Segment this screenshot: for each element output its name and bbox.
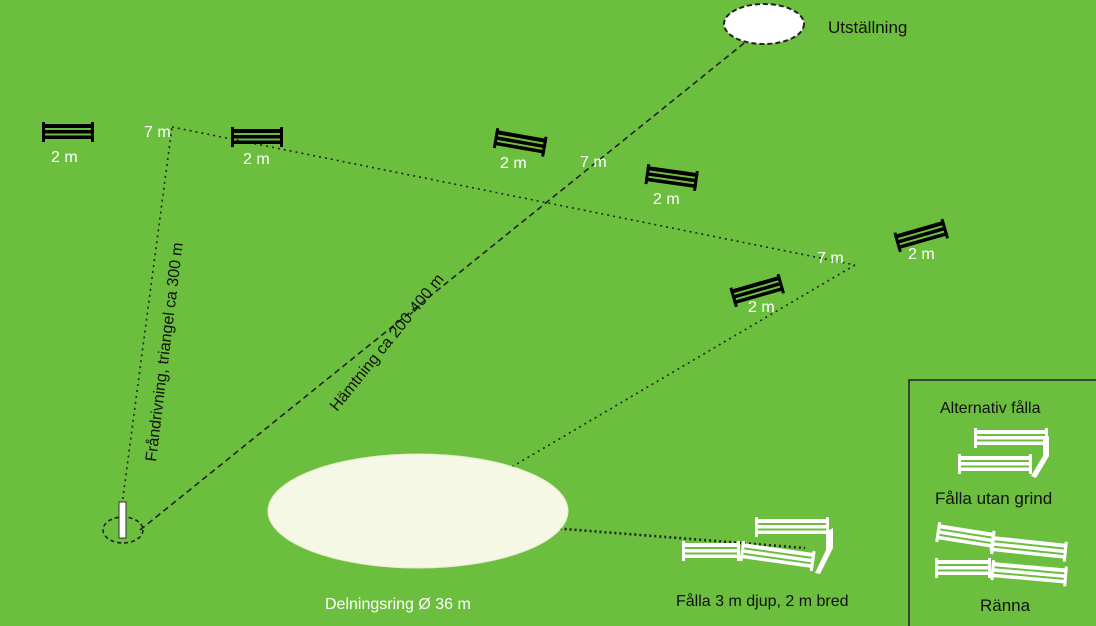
shedding-ring xyxy=(267,453,569,569)
exhibition-area xyxy=(723,3,805,45)
drive-leg-2 xyxy=(171,126,856,266)
gate-obstacle-4 xyxy=(644,164,699,192)
pen-fence xyxy=(682,517,833,574)
drive-label: Fråndrivning, triangel ca 300 m xyxy=(142,241,187,462)
post-marker xyxy=(118,501,127,539)
exhibition-label: Utställning xyxy=(828,18,907,37)
legend-pen-no-gate-label: Fålla utan grind xyxy=(935,489,1052,508)
gap-label: 2 m xyxy=(748,299,775,316)
gate-obstacle-3 xyxy=(492,128,548,157)
ring-label: Delningsring Ø 36 m xyxy=(325,596,471,613)
gap-label: 2 m xyxy=(500,155,527,172)
legend-chute-label: Ränna xyxy=(980,596,1031,615)
gap-label: 2 m xyxy=(243,151,270,168)
legend-title: Alternativ fålla xyxy=(940,399,1041,417)
gate-obstacle-2 xyxy=(231,127,283,147)
turn-label: 7 m xyxy=(144,124,171,141)
pen-path xyxy=(424,516,806,550)
fetch-label: Hämtning ca 200-400 m xyxy=(327,271,448,414)
gap-label: 2 m xyxy=(908,246,935,263)
chute-icon xyxy=(935,522,1068,587)
pen-no-gate-icon xyxy=(958,428,1049,478)
gap-label: 2 m xyxy=(653,191,680,208)
turn-label: 7 m xyxy=(817,250,844,267)
fetch-path xyxy=(139,39,749,531)
pen-label: Fålla 3 m djup, 2 m bred xyxy=(676,592,849,610)
gate-obstacle-1 xyxy=(42,122,94,142)
turn-label: 7 m xyxy=(580,154,607,171)
legend-panel: Alternativ fålla Fålla utan grind Ränna xyxy=(908,379,1096,626)
gap-label: 2 m xyxy=(51,149,78,166)
